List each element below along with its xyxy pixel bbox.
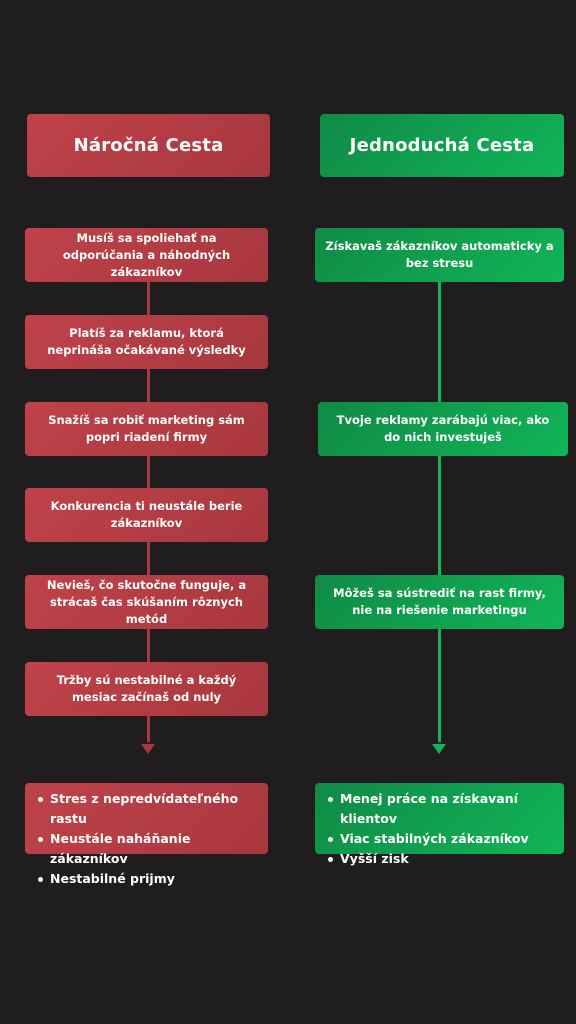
left-step-6: Tržby sú nestabilné a každý mesiac začín… <box>25 662 268 716</box>
left-step-4: Konkurencia ti neustále berie zákazníkov <box>25 488 268 542</box>
right-step-1: Získavaš zákazníkov automaticky a bez st… <box>315 228 564 282</box>
left-path-title: Náročná Cesta <box>27 114 270 177</box>
left-outcome-item: Nestabilné prijmy <box>38 869 268 889</box>
right-connector-line <box>438 282 441 742</box>
right-step-3: Môžeš sa sústrediť na rast firmy, nie na… <box>315 575 564 629</box>
right-outcome-item: Menej práce na získavaní klientov <box>328 789 564 829</box>
left-step-5: Nevieš, čo skutočne funguje, a strácaš č… <box>25 575 268 629</box>
right-arrow-head <box>432 744 446 754</box>
right-outcome-item: Viac stabilných zákazníkov <box>328 829 564 849</box>
left-outcomes-box: Stres z nepredvídateľného rastu Neustále… <box>25 783 268 886</box>
right-outcomes-box: Menej práce na získavaní klientov Viac s… <box>315 783 564 866</box>
left-outcomes-list: Stres z nepredvídateľného rastu Neustále… <box>25 783 268 889</box>
right-step-2: Tvoje reklamy zarábajú viac, ako do nich… <box>318 402 568 456</box>
right-outcome-item: Vyšší zisk <box>328 849 564 869</box>
left-step-2: Platíš za reklamu, ktorá neprináša očaká… <box>25 315 268 369</box>
left-step-1: Musíš sa spoliehať na odporúčania a náho… <box>25 228 268 282</box>
right-path-title: Jednoduchá Cesta <box>320 114 564 177</box>
left-arrow-head <box>141 744 155 754</box>
left-outcome-item: Neustále naháňanie zákazníkov <box>38 829 268 869</box>
left-step-3: Snažíš sa robiť marketing sám popri riad… <box>25 402 268 456</box>
right-outcomes-list: Menej práce na získavaní klientov Viac s… <box>315 783 564 869</box>
left-outcome-item: Stres z nepredvídateľného rastu <box>38 789 268 829</box>
